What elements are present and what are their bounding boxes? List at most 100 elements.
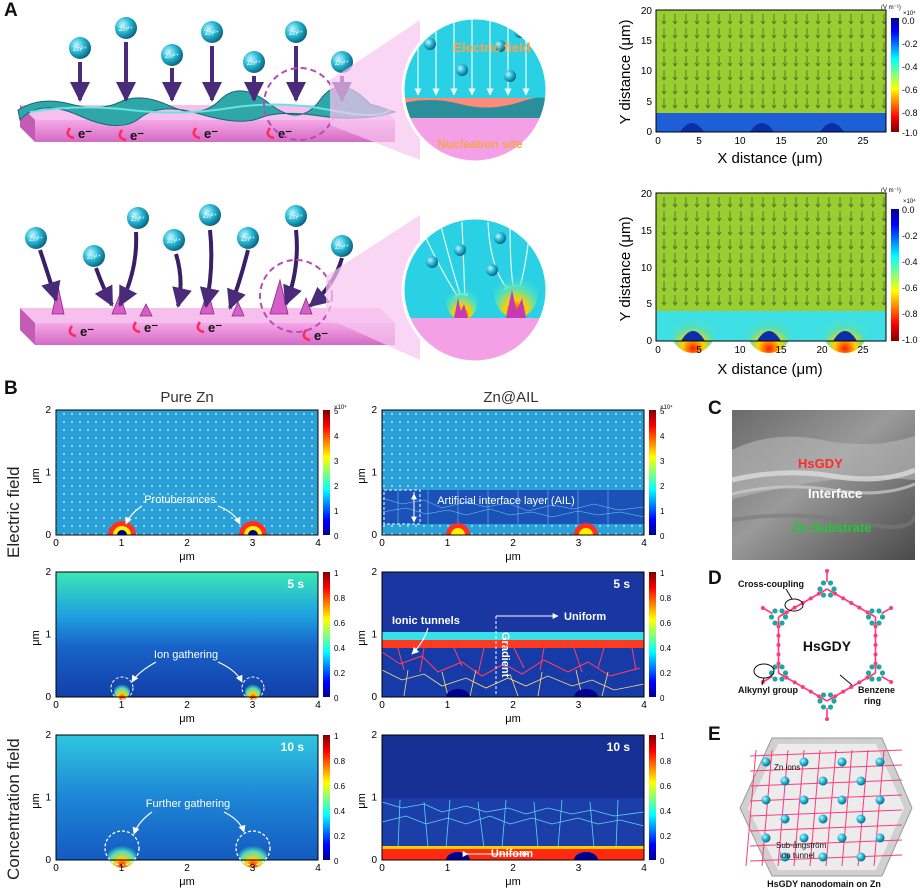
b-xtick: 4 bbox=[315, 700, 321, 711]
b-cbar-tick: 0 bbox=[334, 857, 339, 866]
svg-text:-0.6: -0.6 bbox=[902, 283, 918, 293]
svg-text:10: 10 bbox=[734, 136, 746, 147]
svg-text:Zn²⁺: Zn²⁺ bbox=[335, 60, 350, 67]
svg-text:-0.4: -0.4 bbox=[902, 257, 918, 267]
svg-text:Zn²⁺: Zn²⁺ bbox=[73, 46, 88, 53]
b-ytick: 2 bbox=[45, 730, 51, 741]
panel-c-sem: HsGDY Interface Zn Substrate bbox=[732, 410, 915, 560]
b-xtick: 0 bbox=[379, 700, 385, 711]
panel-label-a: A bbox=[4, 0, 18, 21]
b-cbar-exp: ×10⁴ bbox=[660, 404, 673, 411]
ions-top: Zn²⁺ Zn²⁺ Zn²⁺ Zn²⁺ Zn²⁺ Zn²⁺ Zn²⁺ bbox=[69, 17, 353, 102]
b-cbar-tick: 0.2 bbox=[660, 669, 672, 678]
panel-a-schematic: Zn²⁺ Zn²⁺ Zn²⁺ Zn²⁺ Zn²⁺ Zn²⁺ Zn²⁺ e⁻ e⁻… bbox=[17, 16, 549, 364]
b-xtick: 3 bbox=[576, 863, 582, 874]
b-cbar-tick: 5 bbox=[334, 407, 339, 416]
b-xtick: 4 bbox=[641, 863, 647, 874]
svg-text:ring: ring bbox=[864, 696, 881, 706]
svg-text:e⁻: e⁻ bbox=[78, 126, 92, 141]
svg-text:25: 25 bbox=[857, 345, 869, 356]
b-xtick: 0 bbox=[379, 538, 385, 549]
svg-text:Zn²⁺: Zn²⁺ bbox=[203, 213, 218, 220]
b-xtick: 1 bbox=[119, 700, 125, 711]
svg-text:10 s: 10 s bbox=[607, 740, 631, 754]
b-ytick: 0 bbox=[45, 530, 51, 541]
col-title-pure-zn: Pure Zn bbox=[160, 389, 214, 406]
svg-text:e⁻: e⁻ bbox=[80, 324, 94, 339]
svg-text:Artificial interface layer (AI: Artificial interface layer (AIL) bbox=[437, 495, 575, 507]
b-ytick: 0 bbox=[371, 692, 377, 703]
sim-bottom-xlabel: X distance (μm) bbox=[717, 361, 822, 378]
svg-text:×10⁴: ×10⁴ bbox=[903, 198, 916, 205]
svg-text:×10⁴: ×10⁴ bbox=[903, 10, 916, 17]
panel-label-b: B bbox=[4, 378, 18, 399]
b-ytick: 2 bbox=[371, 730, 377, 741]
alkynyl-label: Alkynyl group bbox=[738, 685, 799, 695]
svg-text:Zn²⁺: Zn²⁺ bbox=[131, 216, 146, 223]
b-cbar-tick: 0 bbox=[334, 694, 339, 703]
panel-e-nanodomain: Zn ions Sub-ångström ion tunnel HsGDY na… bbox=[739, 737, 913, 889]
svg-text:e⁻: e⁻ bbox=[208, 320, 222, 335]
b-xtick: 1 bbox=[445, 700, 451, 711]
svg-text:-0.4: -0.4 bbox=[902, 62, 918, 72]
tunnel-label: Sub-ångström bbox=[776, 841, 827, 850]
b-cbar-tick: 2 bbox=[334, 482, 339, 491]
b-cbar-tick: 1 bbox=[334, 569, 339, 578]
b-xtick: 3 bbox=[576, 700, 582, 711]
b-ylabel: μm bbox=[356, 793, 368, 809]
svg-text:15: 15 bbox=[775, 136, 787, 147]
b-ytick: 2 bbox=[371, 405, 377, 416]
panel-b-grid: Protuberances Artificial interface layer… bbox=[30, 404, 673, 888]
b-cbar-tick: 4 bbox=[660, 432, 665, 441]
b-xtick: 2 bbox=[184, 863, 190, 874]
b-cbar-tick: 0.2 bbox=[660, 832, 672, 841]
b-cbar-tick: 0.4 bbox=[660, 807, 672, 816]
ions-bottom-balls: Zn²⁺ Zn²⁺ Zn²⁺ Zn²⁺ Zn²⁺ Zn²⁺ Zn²⁺ Zn²⁺ bbox=[25, 204, 353, 267]
b-cbar-tick: 0.6 bbox=[660, 782, 672, 791]
svg-text:15: 15 bbox=[775, 345, 787, 356]
b-xlabel: μm bbox=[179, 876, 195, 888]
b-cbar-tick: 0.8 bbox=[334, 757, 346, 766]
svg-text:Ion gathering: Ion gathering bbox=[154, 649, 218, 661]
svg-text:e⁻: e⁻ bbox=[314, 328, 328, 343]
sim-top: (V m⁻¹) ×10⁴ 0.0 -0.2 -0.4 -0.6 -0.8 -1.… bbox=[617, 5, 918, 167]
svg-text:0: 0 bbox=[655, 136, 661, 147]
electrons-bottom: e⁻ e⁻ e⁻ e⁻ bbox=[68, 320, 328, 343]
zn-ions-label: Zn ions bbox=[774, 763, 800, 772]
row-label-electric: Electric field bbox=[4, 466, 23, 558]
sim-bottom: (V m⁻¹) ×10⁴ 0.0 -0.2 -0.4 -0.6 -0.8 -1.… bbox=[617, 188, 918, 378]
b-ytick: 0 bbox=[371, 855, 377, 866]
svg-text:15: 15 bbox=[641, 36, 653, 47]
svg-text:Zn²⁺: Zn²⁺ bbox=[289, 214, 304, 221]
b-xtick: 4 bbox=[641, 538, 647, 549]
b-xtick: 4 bbox=[315, 538, 321, 549]
svg-text:(V m⁻¹): (V m⁻¹) bbox=[881, 188, 901, 194]
b-cbar-tick: 0.4 bbox=[334, 807, 346, 816]
b-cbar-tick: 0.4 bbox=[660, 644, 672, 653]
svg-text:5: 5 bbox=[646, 299, 652, 310]
svg-text:Zn²⁺: Zn²⁺ bbox=[165, 53, 180, 60]
b-xtick: 4 bbox=[641, 700, 647, 711]
b-xlabel: μm bbox=[505, 713, 521, 725]
b-cbar-tick: 1 bbox=[660, 732, 665, 741]
b-xtick: 1 bbox=[445, 538, 451, 549]
conc-zn-ail-10s: Uniform 10 s bbox=[381, 734, 656, 861]
svg-text:20: 20 bbox=[816, 136, 828, 147]
svg-text:10: 10 bbox=[734, 345, 746, 356]
b-xtick: 1 bbox=[445, 863, 451, 874]
svg-text:Ionic tunnels: Ionic tunnels bbox=[392, 615, 460, 627]
svg-text:0: 0 bbox=[646, 127, 652, 138]
b-ytick: 1 bbox=[45, 468, 51, 479]
svg-text:0: 0 bbox=[646, 336, 652, 347]
ions-bottom bbox=[38, 229, 344, 310]
b-cbar-exp: ×10⁴ bbox=[334, 404, 347, 411]
b-cbar-tick: 1 bbox=[334, 507, 339, 516]
svg-text:25: 25 bbox=[857, 136, 869, 147]
svg-text:5: 5 bbox=[646, 97, 652, 108]
b-xtick: 0 bbox=[53, 700, 59, 711]
svg-text:e⁻: e⁻ bbox=[204, 126, 218, 141]
conc-pure-zn-10s: Further gathering 10 s bbox=[55, 734, 330, 868]
sim-top-colorbar bbox=[891, 18, 899, 132]
b-xtick: 4 bbox=[315, 863, 321, 874]
svg-text:5 s: 5 s bbox=[613, 577, 630, 591]
